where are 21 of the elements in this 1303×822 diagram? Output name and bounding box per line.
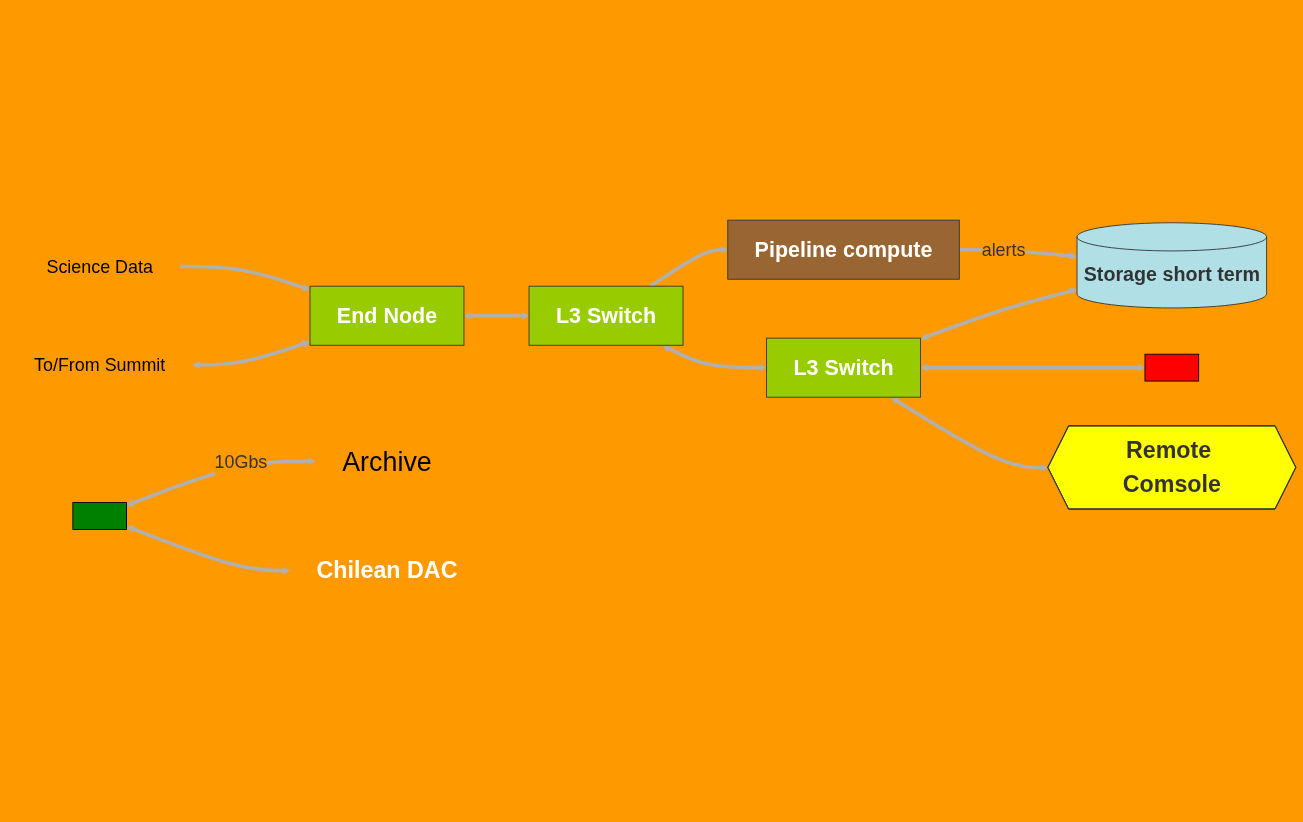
node-text: Chilean DAC xyxy=(316,556,458,584)
node-text: Archive xyxy=(342,446,432,477)
node-box xyxy=(1144,353,1200,382)
node-box xyxy=(72,502,127,531)
arrow xyxy=(649,245,729,288)
arrow xyxy=(920,363,1146,372)
edge-label: alerts xyxy=(981,240,1026,260)
node-text: To/From Summit xyxy=(34,355,166,375)
node-box: Pipeline compute xyxy=(727,219,960,280)
arrow xyxy=(463,312,530,320)
arrow xyxy=(890,397,1049,472)
arrow xyxy=(662,345,767,372)
arrow xyxy=(920,287,1078,341)
node-box: L3 Switch xyxy=(528,285,684,346)
arrow xyxy=(126,525,291,575)
node-box: End Node xyxy=(309,285,465,346)
node-text: Science Data xyxy=(46,256,153,277)
node-box: L3 Switch xyxy=(766,337,921,398)
arrow xyxy=(179,264,311,292)
edge-label: 10Gbs xyxy=(214,451,268,472)
arrow xyxy=(192,340,311,370)
